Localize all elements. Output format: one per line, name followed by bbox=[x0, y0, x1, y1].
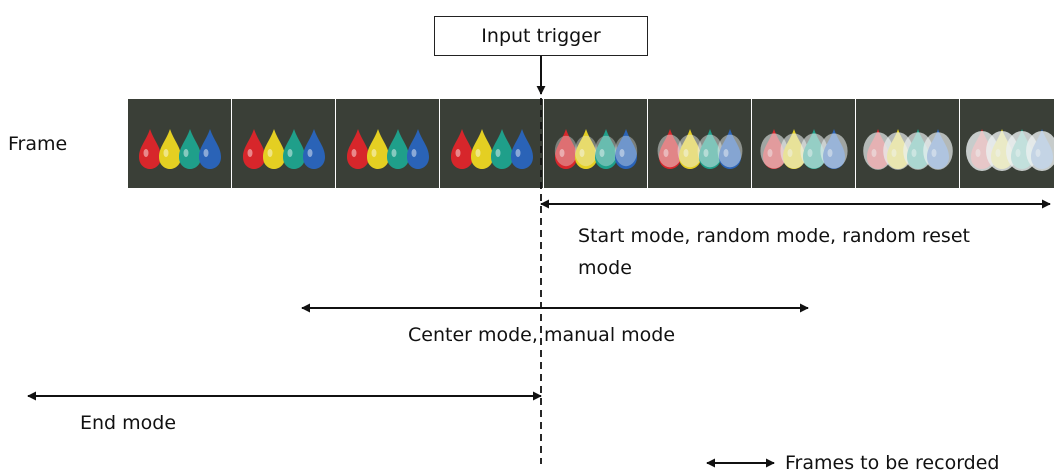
water-splash bbox=[594, 135, 618, 167]
balloon bbox=[699, 129, 721, 169]
balloon bbox=[555, 129, 577, 169]
balloon bbox=[387, 129, 409, 169]
balloon bbox=[303, 129, 325, 169]
balloon bbox=[347, 129, 369, 169]
balloon bbox=[263, 129, 285, 169]
frame-label: Frame bbox=[8, 133, 68, 155]
balloon-highlight bbox=[723, 149, 729, 157]
water-splash bbox=[697, 134, 723, 168]
water-splash bbox=[677, 134, 703, 168]
balloon bbox=[511, 129, 533, 169]
water-splash bbox=[717, 134, 743, 168]
balloon-highlight bbox=[351, 149, 357, 157]
input-trigger-box: Input trigger bbox=[434, 16, 648, 56]
frame-4 bbox=[440, 99, 543, 188]
balloon bbox=[615, 129, 637, 169]
input-trigger-label: Input trigger bbox=[481, 25, 601, 47]
water-splash bbox=[554, 135, 578, 167]
balloon-highlight bbox=[515, 149, 521, 157]
end-mode-label: End mode bbox=[80, 412, 177, 434]
frame-2 bbox=[232, 99, 335, 188]
balloon-highlight bbox=[267, 149, 273, 157]
balloon bbox=[595, 129, 617, 169]
balloon-highlight bbox=[455, 149, 461, 157]
water-splash bbox=[574, 135, 598, 167]
balloon-highlight bbox=[703, 149, 709, 157]
balloon-highlight bbox=[143, 149, 149, 157]
balloon bbox=[243, 129, 265, 169]
balloon-highlight bbox=[163, 149, 169, 157]
balloon-highlight bbox=[663, 149, 669, 157]
balloon-highlight bbox=[371, 149, 377, 157]
frame-7 bbox=[752, 99, 855, 188]
balloon-highlight bbox=[579, 149, 585, 157]
balloon-highlight bbox=[599, 149, 605, 157]
balloon bbox=[199, 129, 221, 169]
frame-8 bbox=[856, 99, 959, 188]
balloon-highlight bbox=[391, 149, 397, 157]
balloon-highlight bbox=[203, 149, 209, 157]
balloon bbox=[179, 129, 201, 169]
center-mode-label: Center mode, manual mode bbox=[408, 324, 676, 346]
frame-1 bbox=[128, 99, 231, 188]
balloon-highlight bbox=[287, 149, 293, 157]
water-splash bbox=[657, 134, 683, 168]
water-splash bbox=[923, 132, 953, 170]
balloon bbox=[679, 129, 701, 169]
balloon bbox=[407, 129, 429, 169]
balloon-highlight bbox=[683, 149, 689, 157]
water-splash bbox=[760, 133, 788, 169]
balloon-highlight bbox=[475, 149, 481, 157]
frame-6 bbox=[648, 99, 751, 188]
start-mode-label: Start mode, random mode, random reset mo… bbox=[578, 225, 970, 279]
balloon-highlight bbox=[411, 149, 417, 157]
balloon-highlight bbox=[619, 149, 625, 157]
balloon-highlight bbox=[307, 149, 313, 157]
balloon bbox=[367, 129, 389, 169]
balloon bbox=[719, 129, 741, 169]
water-splash bbox=[800, 133, 828, 169]
water-splash bbox=[780, 133, 808, 169]
water-splash bbox=[1026, 131, 1054, 171]
balloon-highlight bbox=[247, 149, 253, 157]
balloon bbox=[575, 129, 597, 169]
balloon bbox=[471, 129, 493, 169]
balloon bbox=[491, 129, 513, 169]
water-splash bbox=[614, 135, 638, 167]
balloon-highlight bbox=[495, 149, 501, 157]
balloon-highlight bbox=[559, 149, 565, 157]
balloon bbox=[283, 129, 305, 169]
frame-5 bbox=[544, 99, 647, 188]
balloon-highlight bbox=[183, 149, 189, 157]
legend-label: Frames to be recorded bbox=[785, 452, 1000, 474]
frame-9 bbox=[960, 99, 1054, 188]
balloon bbox=[139, 129, 161, 169]
water-splash bbox=[820, 133, 848, 169]
frame-3 bbox=[336, 99, 439, 188]
balloon bbox=[659, 129, 681, 169]
balloon bbox=[451, 129, 473, 169]
balloon bbox=[159, 129, 181, 169]
frame-strip bbox=[128, 99, 1054, 188]
